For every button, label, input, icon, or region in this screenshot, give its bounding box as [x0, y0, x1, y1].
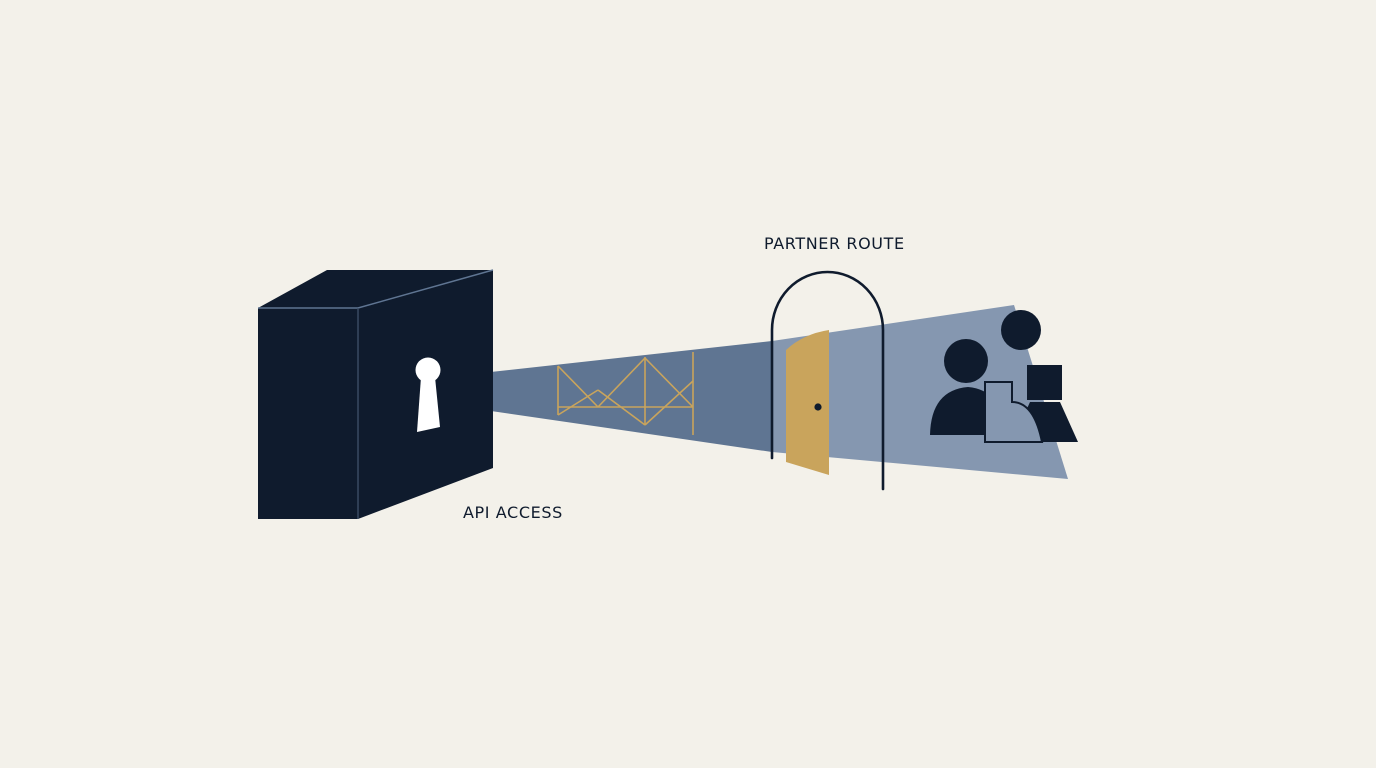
person-body-middle: [984, 381, 1044, 443]
partner-route-gate: [770, 270, 885, 491]
beam-inner: [436, 341, 772, 452]
person-head-front: [944, 339, 988, 383]
vault-front-face: [258, 308, 358, 519]
api-access-label: API ACCESS: [463, 503, 563, 522]
person-head-back: [1001, 310, 1041, 350]
vault-top-face: [258, 270, 493, 308]
open-door-icon: [786, 330, 829, 475]
vault-box: [258, 269, 494, 519]
person-head-square: [1027, 365, 1062, 400]
lattice-pattern: [557, 352, 694, 435]
keyhole-box-icon: [415, 357, 441, 432]
people-group-icon: [930, 310, 1078, 443]
arch-frame: [770, 270, 885, 491]
partner-route-label: PARTNER ROUTE: [764, 234, 905, 253]
